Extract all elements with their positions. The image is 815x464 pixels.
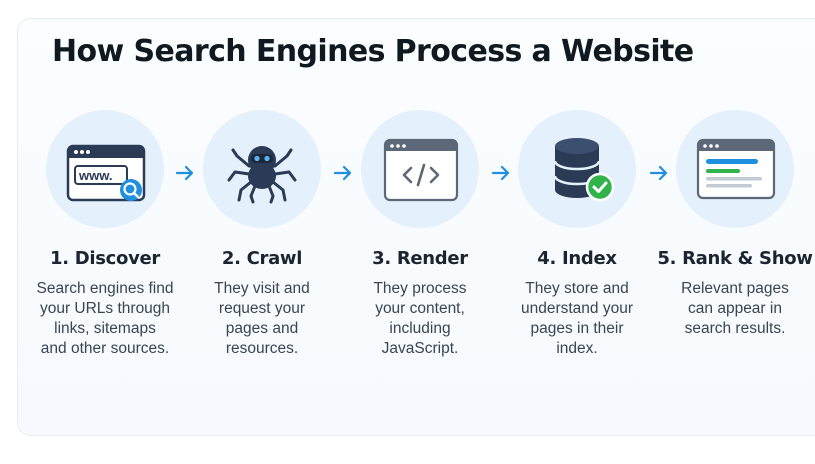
step-render: 3. Render They process your content, inc… [340, 110, 500, 359]
step-title: 3. Render [372, 248, 468, 269]
step-title: 1. Discover [49, 248, 160, 269]
database-check-icon [553, 138, 615, 202]
step-description: They process your content, including Jav… [373, 280, 467, 357]
step-discover: www. 1. Discover Search engines find you… [25, 110, 185, 359]
spider-robot-icon [227, 146, 297, 204]
url-text: www. [78, 168, 112, 183]
arrow-right-icon [333, 165, 352, 181]
page-title: How Search Engines Process a Website [52, 34, 694, 69]
step-icon-circle [676, 110, 794, 228]
arrow-right-icon [491, 165, 510, 181]
step-description: Search engines find your URLs through li… [36, 280, 174, 357]
step-icon-circle [203, 110, 321, 228]
browser-search-icon: www. [66, 144, 146, 202]
step-title: 4. Index [537, 248, 617, 269]
step-title: 5. Rank & Show [657, 248, 813, 269]
arrow-right-icon [175, 165, 194, 181]
step-title: 2. Crawl [221, 248, 303, 269]
step-icon-circle: www. [46, 110, 164, 228]
step-description: They visit and request your pages and re… [214, 280, 310, 357]
search-results-window-icon [696, 138, 776, 200]
step-crawl: 2. Crawl They visit and request your pag… [182, 110, 342, 359]
step-description: They store and understand your pages in … [520, 280, 634, 357]
step-rank-show: 5. Rank & Show Relevant pages can appear… [655, 110, 815, 339]
step-index: 4. Index They store and understand your … [497, 110, 657, 359]
step-icon-circle [361, 110, 479, 228]
code-window-icon [383, 138, 459, 202]
step-icon-circle [518, 110, 636, 228]
arrow-right-icon [649, 165, 668, 181]
step-description: Relevant pages can appear in search resu… [681, 280, 789, 337]
